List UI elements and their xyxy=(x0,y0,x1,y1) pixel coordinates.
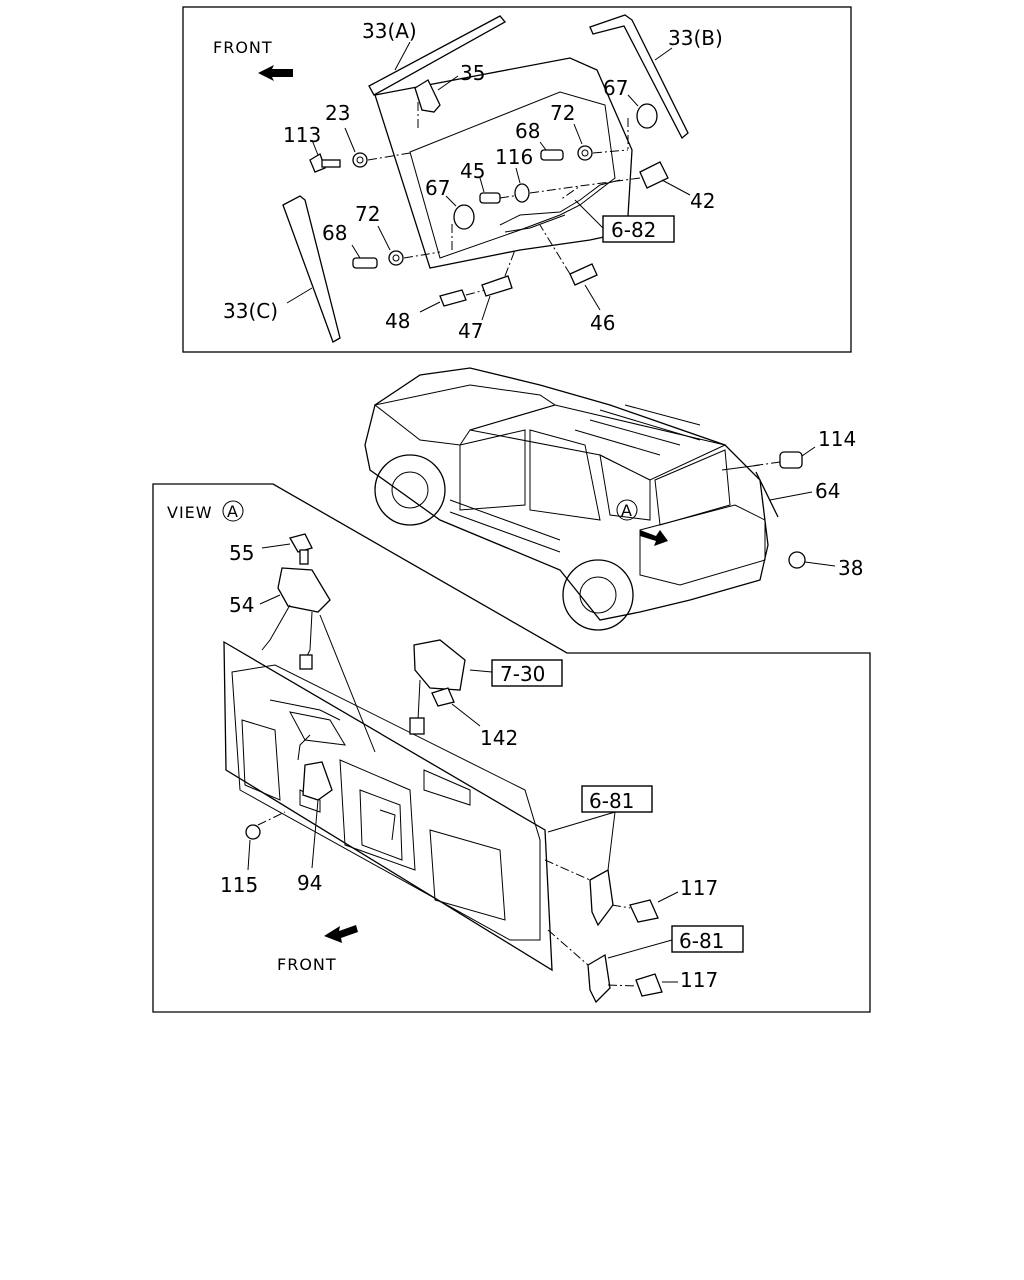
lock-assembly xyxy=(413,639,466,691)
part-117-upper xyxy=(629,899,659,923)
molding-33b xyxy=(589,14,689,140)
front-label-top: FRONT xyxy=(213,38,273,57)
part-54 xyxy=(277,567,331,613)
label-46: 46 xyxy=(590,311,615,335)
ref-6-82 xyxy=(602,215,675,243)
label-42: 42 xyxy=(690,189,715,213)
label-117-lower: 117 xyxy=(680,968,718,992)
label-113: 113 xyxy=(283,123,321,147)
label-33c: 33(C) xyxy=(223,299,278,323)
view-direction-arrow-icon xyxy=(640,530,668,546)
ref-6-81-upper-text: 6-81 xyxy=(589,789,634,813)
hinge-upper xyxy=(589,868,614,927)
ref-7-30 xyxy=(491,659,563,687)
front-label-bottom: FRONT xyxy=(277,955,337,974)
part-114 xyxy=(779,451,803,469)
part-23 xyxy=(352,152,368,168)
part-72-lower xyxy=(388,250,404,266)
molding-33c xyxy=(282,195,341,343)
label-94: 94 xyxy=(297,871,322,895)
part-67-upper xyxy=(636,103,658,129)
part-113 xyxy=(309,153,326,173)
hinge-lower xyxy=(587,953,611,1004)
molding-33a xyxy=(368,15,507,96)
label-23: 23 xyxy=(325,101,350,125)
label-38: 38 xyxy=(838,556,863,580)
part-94 xyxy=(302,761,333,801)
label-67-lower: 67 xyxy=(425,176,450,200)
part-67-lower xyxy=(453,204,475,230)
label-48: 48 xyxy=(385,309,410,333)
part-142 xyxy=(431,687,455,707)
label-117-upper: 117 xyxy=(680,876,718,900)
label-67-upper: 67 xyxy=(603,76,628,100)
part-72-upper xyxy=(577,145,593,161)
view-a-circle-icon xyxy=(222,500,244,522)
label-54: 54 xyxy=(229,593,254,617)
label-114: 114 xyxy=(818,427,856,451)
ref-6-81-lower-text: 6-81 xyxy=(679,929,724,953)
part-45 xyxy=(479,192,501,204)
label-68-upper: 68 xyxy=(515,119,540,143)
part-38 xyxy=(788,551,806,569)
part-68-lower xyxy=(352,257,378,269)
part-117-lower xyxy=(635,973,663,997)
view-a-frame xyxy=(152,483,871,1013)
label-55: 55 xyxy=(229,541,254,565)
part-46 xyxy=(569,263,598,286)
part-42 xyxy=(639,161,669,189)
part-47 xyxy=(481,275,513,297)
label-72-lower: 72 xyxy=(355,202,380,226)
label-33a: 33(A) xyxy=(362,19,417,43)
label-33b: 33(B) xyxy=(668,26,723,50)
ref-6-81-lower xyxy=(671,925,744,953)
label-35: 35 xyxy=(460,61,485,85)
label-68-lower: 68 xyxy=(322,221,347,245)
view-a-circle-letter: A xyxy=(227,502,239,521)
rear-glass-inner xyxy=(409,91,616,259)
part-48 xyxy=(439,289,467,307)
ref-7-30-text: 7-30 xyxy=(500,662,545,686)
ref-6-81-upper xyxy=(581,785,653,813)
label-64: 64 xyxy=(815,479,840,503)
label-45: 45 xyxy=(460,159,485,183)
label-115: 115 xyxy=(220,873,258,897)
label-116: 116 xyxy=(495,145,533,169)
label-72-upper: 72 xyxy=(550,101,575,125)
tailgate-inner-panel xyxy=(223,640,553,972)
label-47: 47 xyxy=(458,319,483,343)
ref-6-82-text: 6-82 xyxy=(611,218,656,242)
view-a-marker-letter: A xyxy=(621,501,633,520)
vehicle-illustration xyxy=(364,367,769,631)
part-68-upper xyxy=(540,149,564,161)
front-arrow-top-icon xyxy=(258,65,293,81)
front-arrow-bottom-icon xyxy=(324,925,358,943)
upper-detail-frame xyxy=(182,6,852,353)
view-a-marker-icon xyxy=(616,499,638,521)
view-a-label: VIEW xyxy=(167,503,213,522)
label-142: 142 xyxy=(480,726,518,750)
part-116 xyxy=(514,183,530,203)
part-55 xyxy=(289,533,313,553)
part-64 xyxy=(755,471,779,518)
part-35 xyxy=(414,79,441,113)
part-115 xyxy=(245,824,261,840)
